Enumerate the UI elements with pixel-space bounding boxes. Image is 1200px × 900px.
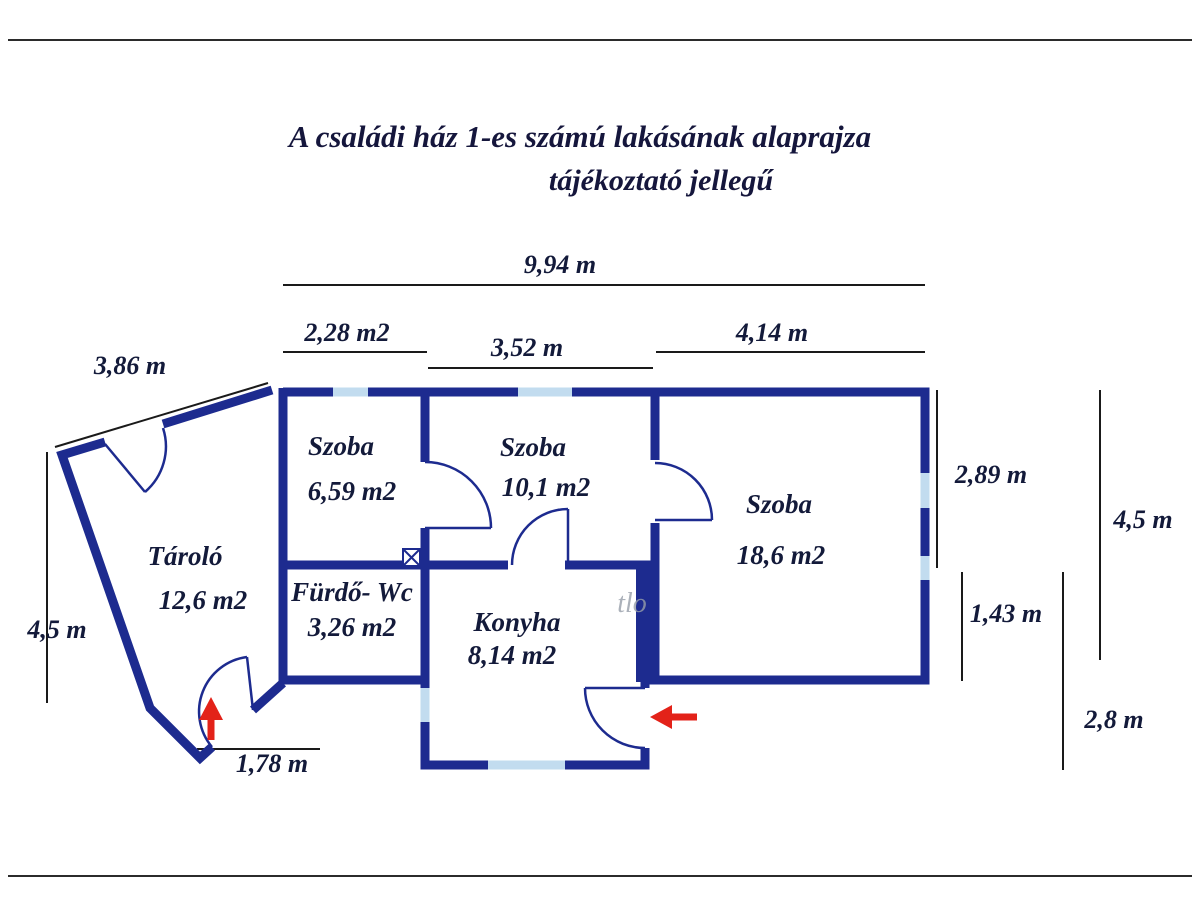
door-tarolo-upper [104, 427, 168, 493]
door-kitchen-entry [583, 686, 646, 750]
window-room3-lower [920, 556, 930, 580]
window-kitchen-bottom [488, 760, 565, 770]
door-room1-room2 [424, 460, 493, 530]
walls [56, 385, 930, 770]
dim-left-height: 4,5 m [27, 615, 87, 644]
window-room1 [333, 387, 368, 397]
room-konyha-area: 8,14 m2 [467, 640, 557, 670]
dim-top-total: 9,94 m [523, 250, 597, 279]
wall-outline-a [283, 387, 930, 688]
room-szoba-mid-name: Szoba [499, 432, 567, 462]
dim-seg-mid: 3,52 m [490, 333, 564, 362]
room-szoba-small-area: 6,59 m2 [307, 476, 397, 506]
room-furdo-name: Fürdő- Wc [291, 577, 413, 607]
dim-right-upper: 2,89 m [954, 460, 1028, 489]
room-furdo-area: 3,26 m2 [307, 612, 397, 642]
wall-tarolo-left-bottom [56, 437, 216, 765]
vent-symbol [402, 548, 421, 567]
window-room3-upper [920, 473, 930, 508]
entry-arrow-up-icon [199, 697, 223, 720]
wall-chimney-block [636, 565, 658, 682]
vent-symbol-x [402, 548, 421, 567]
door-room2-room3 [654, 461, 714, 522]
door-kitchen-room2 [510, 507, 570, 566]
entry-arrow-left-icon [650, 705, 672, 729]
window-kitchen-left [420, 688, 430, 722]
room-konyha-name: Konyha [473, 607, 561, 637]
windows [333, 387, 930, 770]
room-szoba-large-area: 18,6 m2 [736, 540, 826, 570]
wall-tarolo-slant-right [161, 385, 274, 429]
entry-arrow-left-stem [670, 713, 697, 721]
room-tarolo-area: 12,6 m2 [158, 585, 248, 615]
room-szoba-small-name: Szoba [307, 431, 375, 461]
entry-arrows [199, 697, 697, 740]
dim-far-right-lower: 2,8 m [1084, 705, 1144, 734]
page-title: A családi ház 1-es számú lakásának alapr… [288, 119, 872, 154]
dimension-lines [46, 284, 1101, 770]
wall-outline-b [278, 388, 650, 770]
dim-right-lower: 1,43 m [969, 599, 1043, 628]
door-tarolo-entry [197, 655, 255, 748]
entry-arrow-up-stem [207, 716, 215, 740]
dim-seg-left: 2,28 m2 [304, 318, 390, 347]
room-tarolo-name: Tároló [147, 541, 223, 571]
dim-seg-right: 4,14 m [735, 318, 809, 347]
room-szoba-mid-area: 10,1 m2 [501, 472, 591, 502]
dim-bottom-door: 1,78 m [235, 749, 309, 778]
room-szoba-large-name: Szoba [745, 489, 813, 519]
door-swings [104, 427, 714, 750]
page-subtitle: tájékoztató jellegű [548, 164, 774, 197]
dim-diag-left: 3,86 m [93, 351, 167, 380]
window-room2 [518, 387, 572, 397]
dim-line-diag-left [54, 382, 269, 448]
dim-far-right-height: 4,5 m [1113, 505, 1173, 534]
wall-tarolo-bottom-right [249, 679, 287, 714]
watermark: tlo [617, 588, 647, 619]
